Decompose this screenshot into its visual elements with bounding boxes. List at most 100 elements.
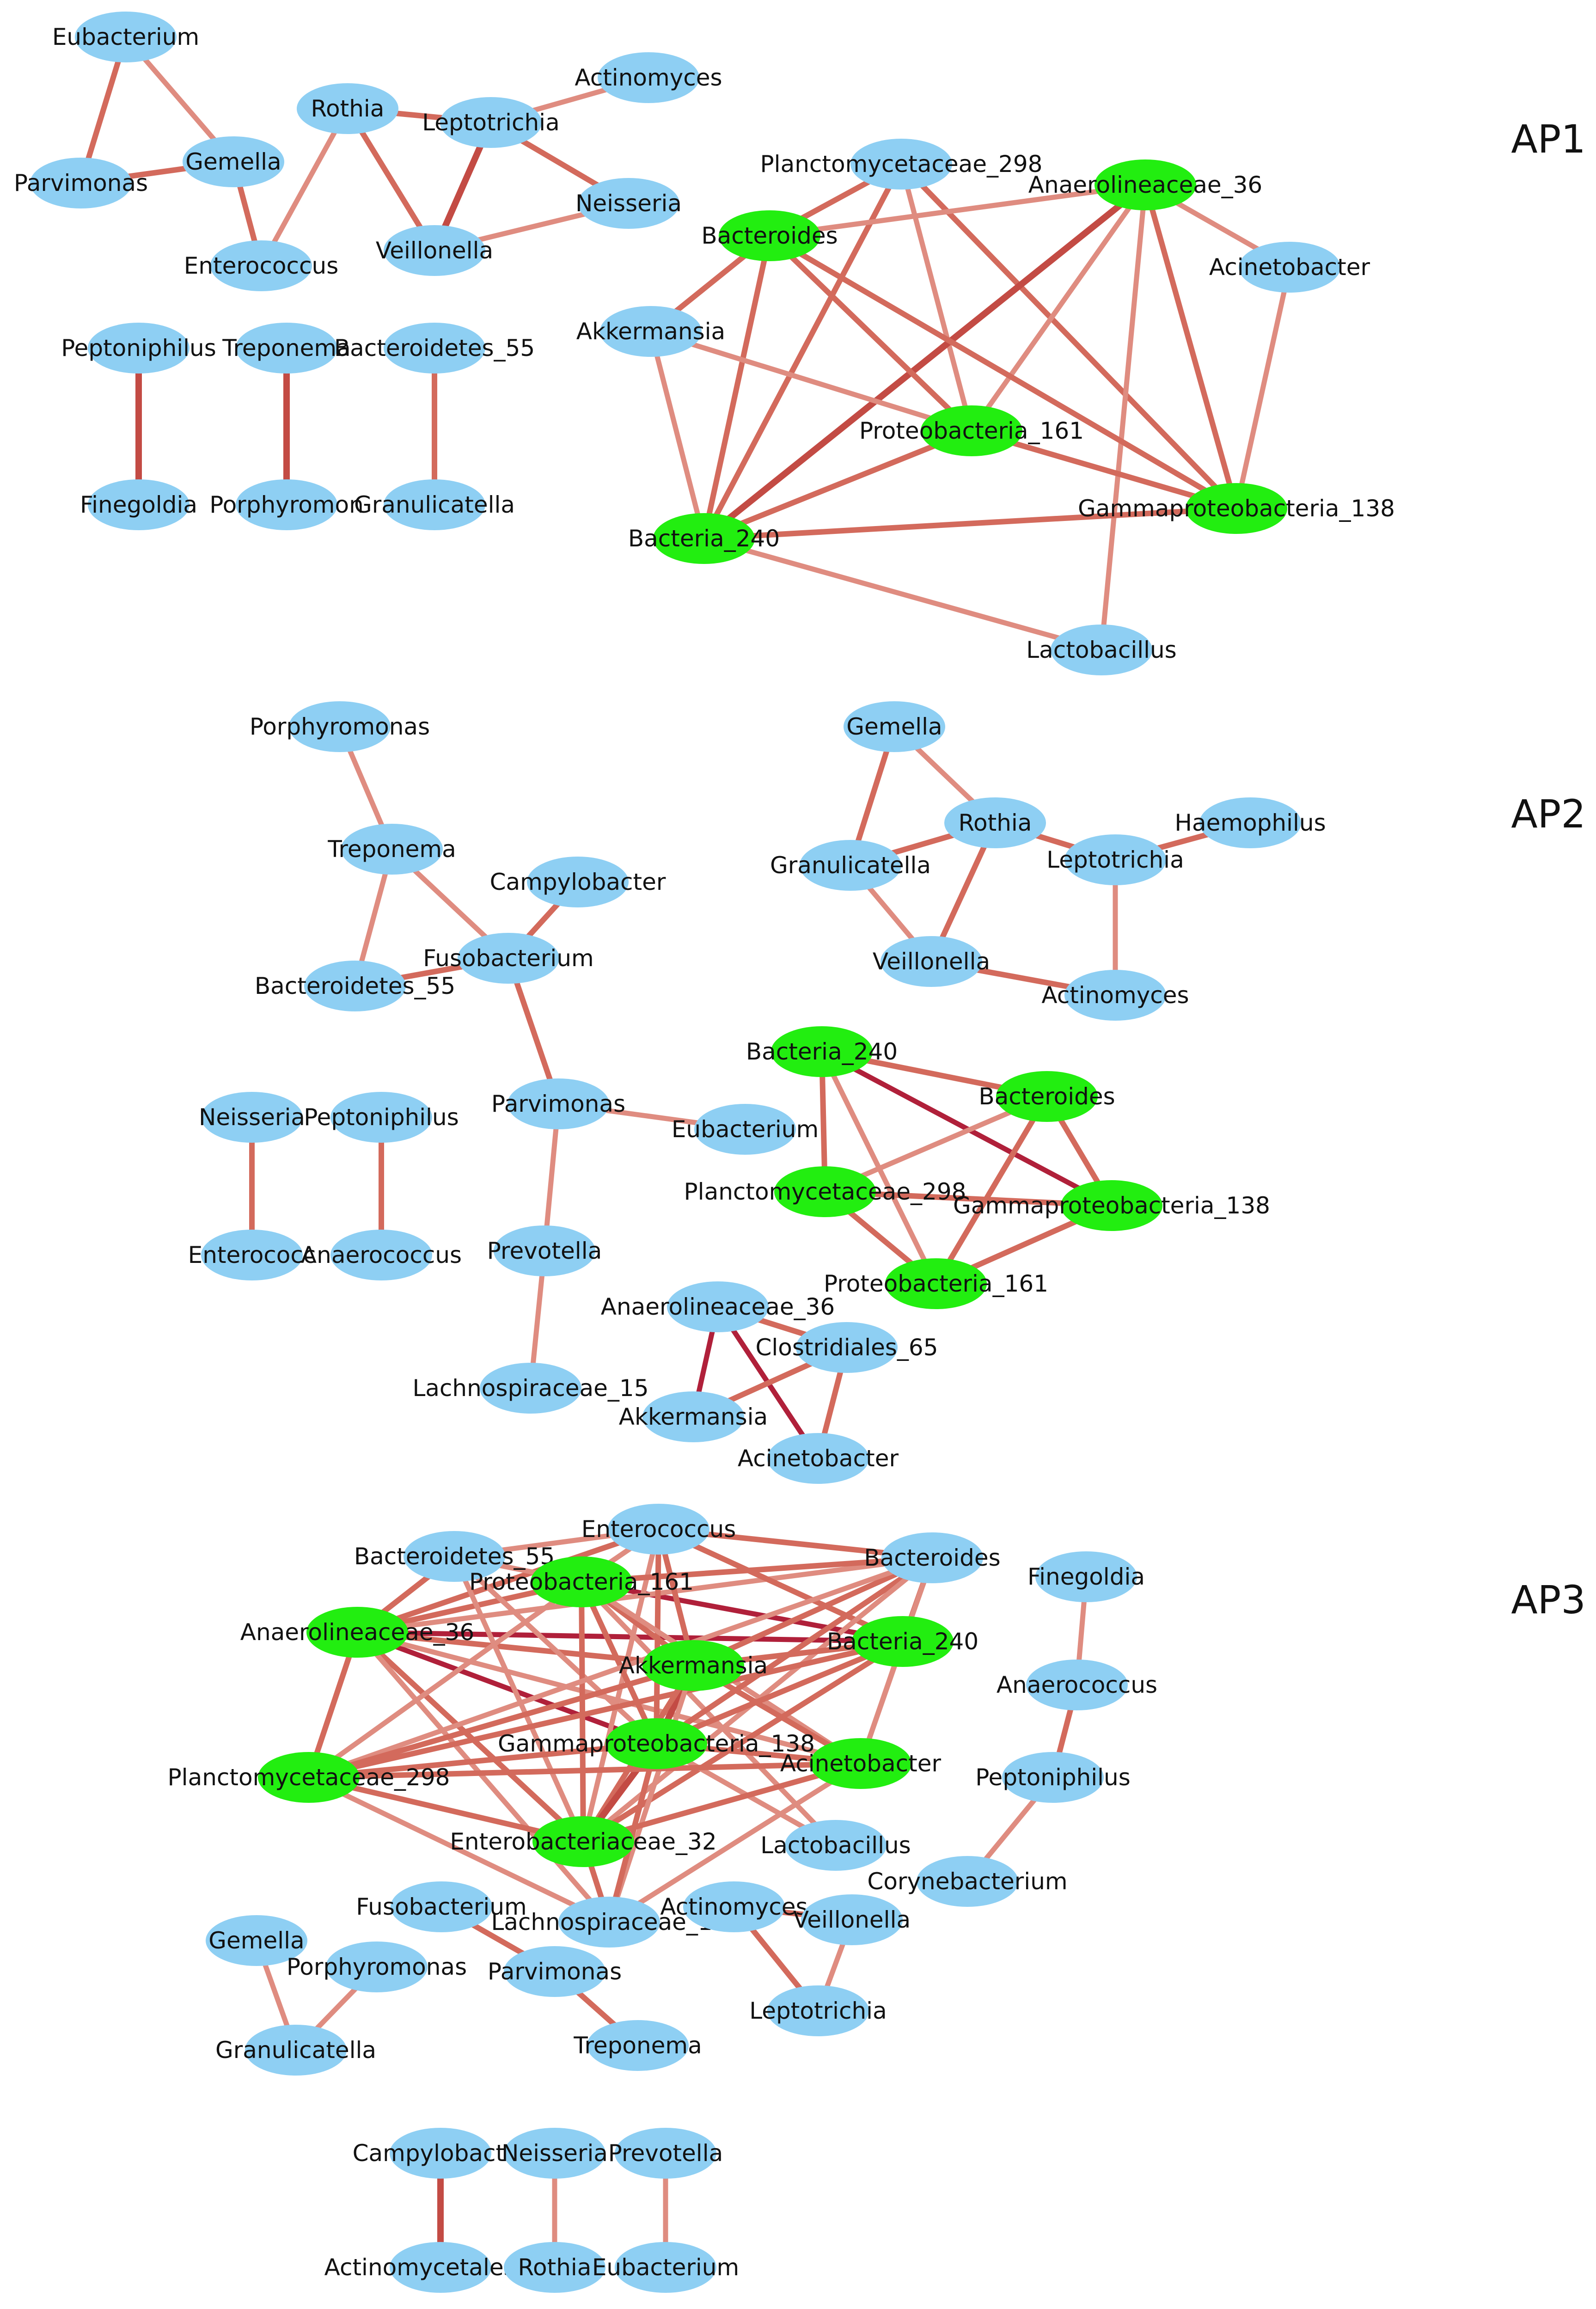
node-label: Enterococcus <box>581 1516 736 1543</box>
node-pl298: Planctomycetaceae_298 <box>760 139 1042 190</box>
node-pre: Prevotella <box>487 1225 602 1276</box>
node-label: Bacteroides <box>978 1083 1115 1110</box>
node-ellipse <box>767 1433 869 1484</box>
node-label: Treponema <box>327 836 456 863</box>
node-ellipse <box>1051 625 1152 675</box>
edge-bac-akk <box>691 1555 935 1668</box>
node-parv: Parvimonas <box>14 158 148 208</box>
node-ellipse <box>508 1078 609 1129</box>
node-label: Gammaproteobacteria_138 <box>1078 495 1395 522</box>
node-ellipse <box>306 1607 408 1658</box>
node-ellipse <box>921 405 1022 456</box>
node-ellipse <box>785 1820 887 1871</box>
node-ellipse <box>404 1531 505 1582</box>
node-ellipse <box>917 1856 1018 1907</box>
node-label: Planctomycetaceae_298 <box>684 1178 966 1205</box>
node-label: Bacteroides <box>701 222 838 249</box>
node-an36: Anaerolineaceae_36 <box>1028 159 1262 210</box>
node-lac15: Lachnospiraceae_15 <box>491 1897 728 1948</box>
node-ellipse <box>800 840 901 891</box>
node-an36: Anaerolineaceae_36 <box>601 1281 835 1332</box>
node-label: Neisseria <box>575 190 682 217</box>
node-ellipse <box>201 1230 303 1280</box>
edge-pl298-acin <box>306 1761 863 1780</box>
node-label: Neisseria <box>501 2140 608 2167</box>
node-label: Anaerolineaceae_36 <box>601 1293 835 1320</box>
node-label: Granulicatella <box>354 491 515 518</box>
node-cam: Campylobacter <box>490 857 666 907</box>
edge-b55-g138 <box>452 1554 659 1746</box>
node-ellipse <box>852 1616 954 1667</box>
node-ellipse <box>531 1556 632 1607</box>
node-b55: Bacteroidetes_55 <box>354 1531 555 1582</box>
node-label: Anaerococcus <box>301 1242 462 1268</box>
node-ellipse <box>801 1894 903 1945</box>
node-lacb: Lactobacillus <box>760 1820 911 1871</box>
edge-b240-pl298 <box>306 1639 905 1780</box>
node-parv: Parvimonas <box>491 1078 625 1129</box>
edge-an36-p161 <box>969 182 1148 434</box>
node-p161: Proteobacteria_161 <box>859 405 1084 456</box>
panel-ap3: EnterococcusBacteroidetes_55Proteobacter… <box>168 1504 1586 2293</box>
node-ellipse <box>236 479 337 530</box>
node-label: Leptotrichia <box>1046 846 1184 873</box>
node-label: Veillonella <box>873 948 990 975</box>
node-ellipse <box>494 1225 595 1276</box>
node-ellipse <box>330 1092 432 1143</box>
node-ellipse <box>210 240 312 291</box>
node-ellipse <box>558 1897 660 1948</box>
node-label: Bacteroides <box>864 1544 1000 1571</box>
node-ellipse <box>667 1281 769 1332</box>
node-act: Actinomyces <box>575 52 722 103</box>
node-akk: Akkermansia <box>619 1640 768 1691</box>
node-ent: Enterococcus <box>581 1504 736 1555</box>
node-act: Actinomyces <box>660 1881 808 1932</box>
node-ellipse <box>201 1092 303 1143</box>
node-ellipse <box>1064 970 1166 1021</box>
node-nei: Neisseria <box>199 1092 305 1143</box>
node-ellipse <box>810 1738 911 1789</box>
node-ellipse <box>504 1946 605 1997</box>
node-label: Bacteria_240 <box>746 1038 898 1065</box>
node-lac15: Lachnospiraceae_15 <box>412 1363 649 1414</box>
edge-p161-lacb <box>579 1579 838 1848</box>
node-label: Veillonella <box>376 237 493 264</box>
node-ent: Enterococcus <box>184 240 338 291</box>
edge-e32-acin <box>581 1761 863 1844</box>
node-ellipse <box>504 2128 605 2179</box>
edge-bac-b240 <box>701 233 772 541</box>
node-label: Peptoniphilus <box>61 335 216 361</box>
node-label: Rothia <box>518 2254 592 2281</box>
node-label: Enterobacteriaceae_32 <box>450 1828 716 1855</box>
node-eub: Eubacterium <box>592 2242 739 2293</box>
edge-b55-e32 <box>452 1554 586 1844</box>
node-fus: Fusobacterium <box>423 933 594 984</box>
panel-label: AP2 <box>1511 791 1586 837</box>
node-ellipse <box>598 52 699 103</box>
node-act: Actinomyces <box>1041 970 1189 1021</box>
node-label: Rothia <box>959 809 1032 836</box>
node-ent: Enterococc <box>188 1230 316 1280</box>
node-ellipse <box>719 210 820 261</box>
node-ellipse <box>1239 242 1340 293</box>
edge-p161-b240 <box>701 428 974 541</box>
edge-an36-e32 <box>355 1629 586 1844</box>
node-ellipse <box>1064 834 1166 885</box>
node-fus: Fusobacterium <box>356 1881 527 1932</box>
node-label: Leptotrichia <box>422 109 559 136</box>
node-p161: Proteobacteria_161 <box>824 1258 1048 1309</box>
node-label: Finegoldia <box>1027 1563 1145 1590</box>
node-ellipse <box>771 1026 873 1077</box>
node-label: Proteobacteria_161 <box>824 1270 1048 1297</box>
node-ellipse <box>527 857 629 907</box>
node-ellipse <box>297 83 398 134</box>
node-bac: Bacteroides <box>864 1532 1001 1583</box>
node-label: Akkermansia <box>619 1652 768 1679</box>
panel-label: AP3 <box>1511 1577 1586 1623</box>
edge-an36-bac <box>767 182 1148 239</box>
edge-acin-lac15 <box>606 1761 863 1925</box>
edge-an36-b240 <box>701 182 1149 542</box>
node-fin: Finegoldia <box>1027 1551 1145 1602</box>
node-por: Porphyromonas <box>250 701 430 752</box>
node-g138: Gammaproteobacteria_138 <box>498 1718 815 1769</box>
